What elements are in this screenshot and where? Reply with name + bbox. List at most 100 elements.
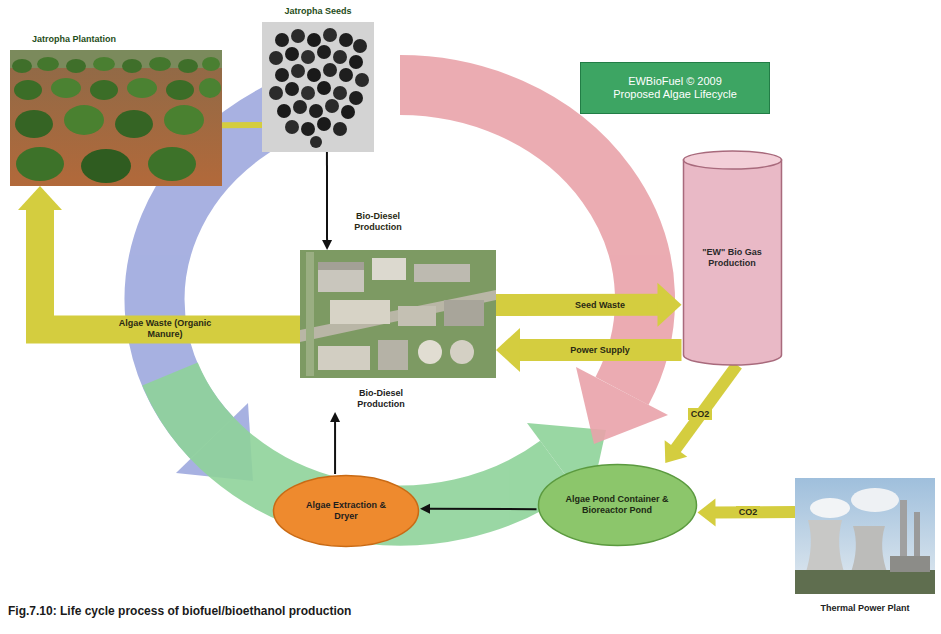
thermal-power-plant-photo [810, 498, 850, 518]
seeds-photo [317, 81, 331, 95]
biogas-cylinder-outline [683, 151, 781, 169]
biodiesel-plant-photo [306, 252, 314, 376]
arrow-head [420, 504, 430, 514]
arrow-label: CO2 [736, 506, 761, 519]
photo-panel: Jatropha Seeds [262, 6, 374, 152]
seeds-photo [275, 33, 289, 47]
seeds-photo [307, 33, 321, 47]
label-holder: Jatropha Seeds [262, 6, 374, 17]
plantation-photo [12, 59, 32, 73]
photo-heading: Jatropha Plantation [32, 34, 116, 45]
label-holder: CO2 [736, 506, 761, 519]
arrow-head [18, 186, 62, 210]
label-holder: Thermal Power Plant [795, 603, 935, 614]
extraction-ellipse-outline [274, 476, 419, 547]
seeds-photo [262, 22, 374, 152]
plantation-photo [122, 59, 142, 73]
biodiesel-plant-photo [450, 340, 474, 364]
seeds-photo [341, 105, 355, 119]
label-holder: Jatropha Plantation [32, 34, 116, 45]
thermal-power-plant-photo [805, 520, 845, 575]
seeds-photo [323, 63, 337, 77]
label-holder: CO2 [688, 408, 713, 421]
arrow-label: Seed Waste [572, 299, 628, 312]
seeds-photo [291, 64, 305, 78]
flow-line [40, 205, 300, 329]
plantation-photo [10, 50, 222, 186]
flow-arrow [18, 186, 300, 329]
arrow-head [657, 283, 681, 327]
label-holder: Bio-Diesel Production [345, 388, 417, 410]
biodiesel-plant-photo [418, 340, 442, 364]
plantation-photo [90, 80, 118, 100]
title-box: EWBioFuel © 2009 Proposed Algae Lifecycl… [580, 62, 770, 114]
plant-photo-panel: Bio-Diesel Production [300, 250, 496, 412]
seeds-photo [310, 136, 322, 148]
seeds-photo [349, 91, 363, 105]
seeds-photo [317, 117, 331, 131]
plantation-photo [127, 78, 157, 98]
biogas-cylinder: "EW" Bio Gas Production [682, 150, 783, 365]
label-holder: Power Supply [567, 344, 633, 357]
title-text: EWBioFuel © 2009 Proposed Algae Lifecycl… [605, 75, 745, 101]
algae-pond-ellipse-outline [538, 465, 696, 546]
flow-arrow [420, 504, 537, 514]
flow-arrow [222, 124, 262, 125]
plantation-photo [51, 78, 81, 98]
biogas-cylinder-outline [683, 160, 781, 365]
seeds-photo [339, 33, 353, 47]
flow-line [326, 152, 328, 242]
biodiesel-plant-photo [300, 250, 496, 378]
plantation-photo [15, 110, 53, 138]
arrow-head [330, 412, 340, 422]
seeds-photo [353, 39, 367, 53]
seeds-photo [333, 50, 347, 64]
plantation-photo [64, 105, 104, 135]
seeds-photo [285, 120, 299, 134]
plantation-photo [166, 80, 194, 100]
flow-line [222, 122, 262, 128]
flow-line [674, 365, 737, 451]
label-holder: Fig.7.10: Life cycle process of biofuel/… [8, 604, 351, 620]
plantation-photo [93, 57, 115, 71]
algae-pond-ellipse: Algae Pond Container & Bioreactor Pond [537, 463, 698, 547]
biodiesel-plant-photo [414, 264, 470, 282]
photo-caption: Bio-Diesel Production [345, 388, 417, 410]
flow-arrow [322, 152, 332, 250]
photo-heading: Jatropha Seeds [284, 6, 351, 17]
photo-caption: Thermal Power Plant [820, 603, 909, 614]
biodiesel-plant-photo [372, 258, 406, 280]
flow-line [515, 339, 681, 361]
seeds-photo [277, 104, 291, 118]
biodiesel-plant-photo [378, 340, 408, 370]
label-holder: Seed Waste [572, 299, 628, 312]
label-holder: Bio-Diesel Production [339, 210, 417, 234]
biodiesel-plant-photo [318, 262, 364, 270]
plantation-photo [202, 57, 220, 71]
seeds-photo [333, 122, 347, 136]
seeds-photo [275, 68, 289, 82]
seeds-photo [291, 29, 305, 43]
biodiesel-plant-photo [444, 300, 484, 326]
plantation-photo [115, 110, 153, 138]
biodiesel-plant-photo [300, 250, 496, 378]
thermal-power-plant-photo [890, 556, 930, 572]
plantation-photo [148, 147, 196, 181]
figure-caption: Fig.7.10: Life cycle process of biofuel/… [8, 604, 351, 620]
biodiesel-plant-photo [330, 300, 390, 324]
arrow-head [698, 498, 716, 526]
photo-panel: Thermal Power Plant [795, 478, 935, 614]
process-label: Algae Extraction & Dryer [296, 500, 396, 522]
seeds-photo [325, 99, 339, 113]
thermal-power-plant-photo [795, 478, 935, 594]
flow-line [428, 508, 537, 510]
seeds-photo [355, 73, 369, 87]
process-label: Algae Pond Container & Bioreactor Pond [562, 494, 672, 516]
arrow-head [665, 440, 688, 463]
arrow-label: Algae Waste (Organic Manure) [114, 317, 216, 341]
seeds-photo [269, 51, 283, 65]
seeds-photo [309, 104, 323, 118]
seeds-photo [301, 86, 315, 100]
arrow-label: Power Supply [567, 344, 633, 357]
